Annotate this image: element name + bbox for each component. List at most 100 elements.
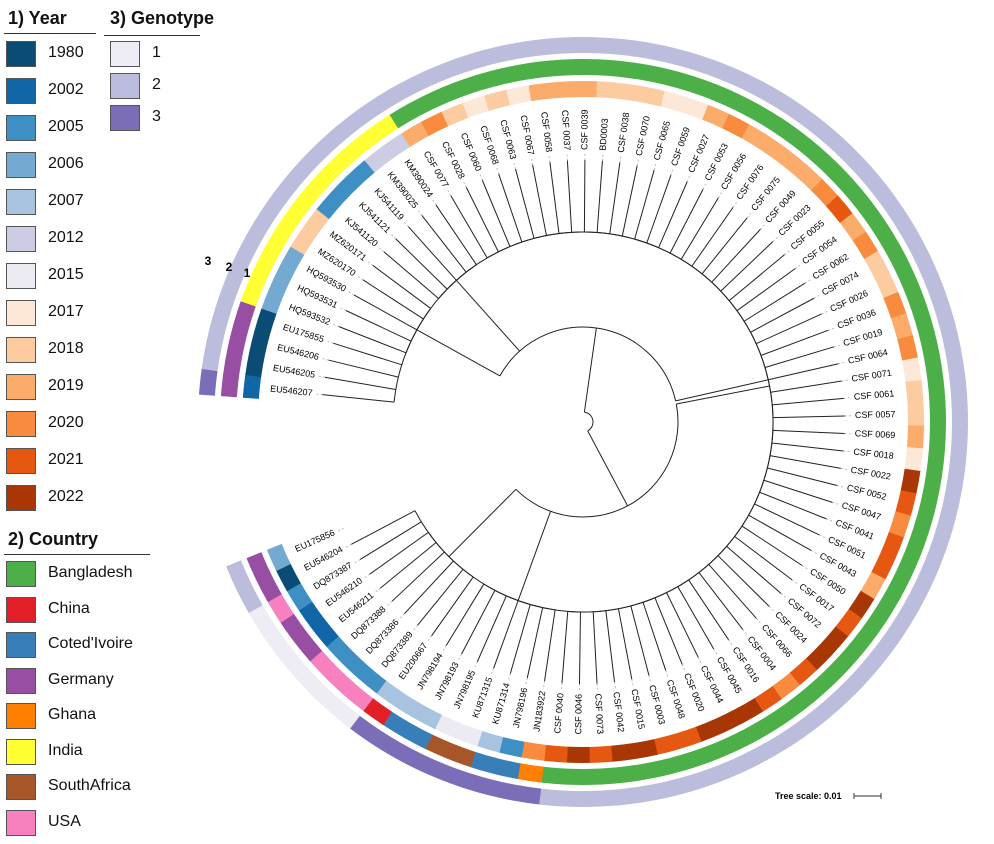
tip-leader xyxy=(413,624,419,631)
tip-label: CSF 0040 xyxy=(552,693,565,734)
ring-country-segment xyxy=(710,84,739,109)
branch xyxy=(380,542,437,589)
ring-genotype-segment xyxy=(858,166,888,197)
ring-country-segment xyxy=(866,602,894,632)
ring-country-segment xyxy=(344,683,374,712)
legend-swatch xyxy=(6,115,36,141)
branch xyxy=(646,175,672,244)
ring-country-segment xyxy=(894,261,919,290)
tip-leader xyxy=(713,648,718,655)
branch xyxy=(324,376,396,391)
ring-year-segment xyxy=(715,708,744,734)
legend-label: Germany xyxy=(48,670,114,688)
tip-leader xyxy=(828,327,835,331)
legend-swatch xyxy=(6,78,36,104)
legend-swatch xyxy=(6,809,36,836)
ring-country-segment xyxy=(821,657,850,687)
ring-year-segment xyxy=(249,330,271,356)
ring-year-segment xyxy=(566,746,590,763)
branch xyxy=(676,385,770,405)
ring-genotype-segment xyxy=(521,38,549,58)
legend-label: SouthAfrica xyxy=(48,777,131,794)
tip-leader xyxy=(648,675,651,682)
ring-year-segment xyxy=(880,531,904,559)
tip-leader xyxy=(636,159,639,166)
branch xyxy=(421,215,467,273)
ring-year-segment xyxy=(596,81,620,99)
tip-leader xyxy=(811,550,817,554)
legend-label: Ghana xyxy=(48,706,97,723)
tip-leader xyxy=(404,221,409,227)
ring-genotype-segment xyxy=(198,368,218,396)
tip-leader xyxy=(801,565,808,570)
branch xyxy=(748,514,812,551)
tip-leader xyxy=(772,237,778,242)
tip-leader xyxy=(513,162,516,169)
tip-label: CSF 0022 xyxy=(850,465,892,482)
ring-country-segment xyxy=(635,760,663,781)
ring-genotype-segment xyxy=(663,775,693,798)
ring-genotype-segment xyxy=(841,147,872,178)
tip-leader xyxy=(367,261,374,266)
tip-leader xyxy=(843,450,850,453)
branch xyxy=(754,503,820,536)
ring-genotype-segment xyxy=(614,786,643,806)
legend-swatch xyxy=(6,226,36,252)
ring-year-segment xyxy=(810,178,839,207)
ring-label-2: 2 xyxy=(226,260,233,274)
legend-genotype-item: 3 xyxy=(110,105,250,133)
branch-arc xyxy=(405,308,432,354)
tip-leader xyxy=(548,156,551,163)
ring-genotype-segment xyxy=(547,37,574,55)
ring-year-segment xyxy=(805,642,834,671)
ring-country-segment xyxy=(752,105,782,132)
branch-arc xyxy=(486,231,774,613)
branch xyxy=(728,254,785,302)
tip-label: CSF 0003 xyxy=(647,684,667,726)
ring-country-segment xyxy=(612,764,639,784)
tip-leader xyxy=(442,645,447,651)
tip-leader xyxy=(670,169,674,176)
branch xyxy=(772,429,845,434)
branch xyxy=(621,165,638,237)
ring-country-segment xyxy=(911,306,935,334)
branch xyxy=(526,607,544,679)
branch xyxy=(404,560,454,615)
branch xyxy=(338,326,407,354)
legend-label: Coted'Ivoire xyxy=(48,635,133,652)
branch xyxy=(450,195,488,259)
ring-genotype-segment xyxy=(572,37,600,54)
tip-leader xyxy=(756,618,761,624)
ring-country-segment xyxy=(315,159,344,188)
branch xyxy=(369,531,429,575)
branch xyxy=(515,168,535,239)
ring-genotype-segment xyxy=(817,690,848,720)
branch xyxy=(431,576,474,637)
ring-genotype-segment xyxy=(336,110,367,139)
ring-year-segment xyxy=(589,745,613,763)
ring-country-segment xyxy=(332,143,361,172)
ring-country-segment xyxy=(240,278,265,307)
tip-label: CSF 0038 xyxy=(616,112,632,154)
ring-country-segment xyxy=(923,353,944,380)
branch xyxy=(322,394,395,403)
branch xyxy=(532,164,547,236)
ring-genotype-segment xyxy=(948,450,967,478)
ring-genotype-segment xyxy=(647,42,676,64)
tip-leader xyxy=(316,393,323,396)
ring-year-segment xyxy=(864,250,889,279)
branch xyxy=(517,511,552,601)
tip-label: CSF 0018 xyxy=(853,446,894,460)
branch xyxy=(755,313,822,345)
legend-swatch xyxy=(6,41,36,67)
ring-year-segment xyxy=(269,266,294,294)
tip-label: JN183922 xyxy=(531,690,547,732)
branch xyxy=(701,217,748,275)
ring-genotype-segment xyxy=(277,646,306,676)
ring-year-segment xyxy=(821,626,849,654)
ring-year-segment xyxy=(839,213,867,241)
ring-country-segment xyxy=(326,667,356,696)
ring-genotype-segment xyxy=(777,721,808,750)
branch xyxy=(654,597,683,665)
legend-year-item: 2007 xyxy=(6,189,146,217)
